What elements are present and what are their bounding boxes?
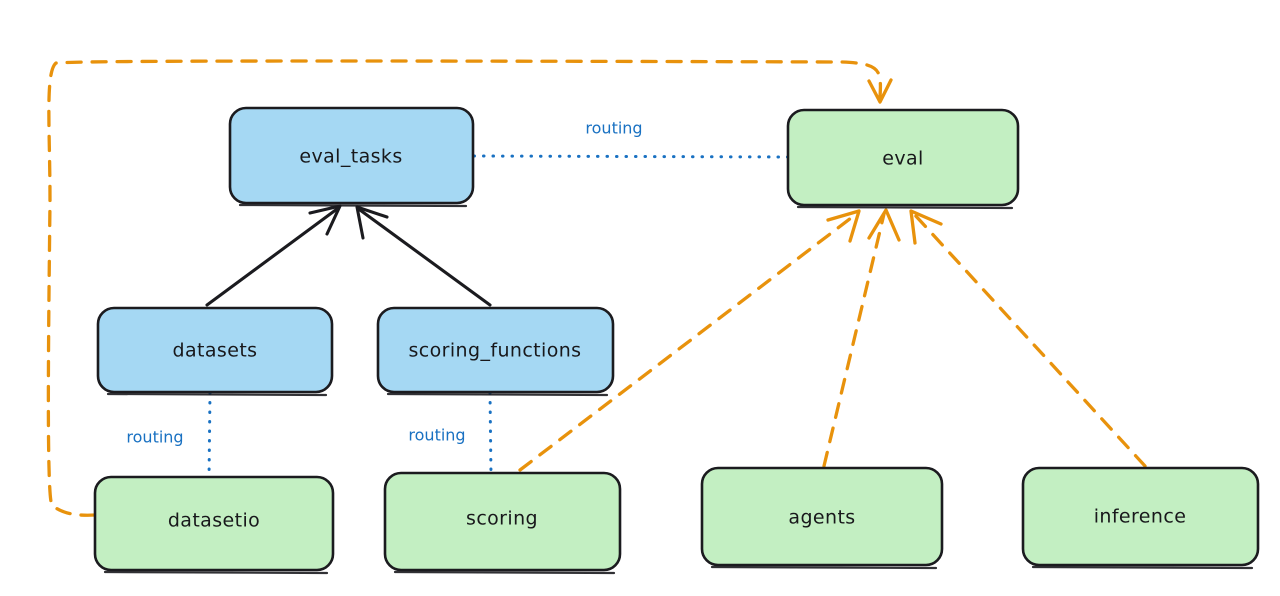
edge-label-routing-datasets: routing <box>126 428 183 447</box>
node-scoring-functions[interactable]: scoring_functions <box>376 306 615 397</box>
edge-label-routing-scoring-functions: routing <box>408 426 465 445</box>
node-datasets-label: datasets <box>173 340 258 362</box>
node-eval-tasks-label: eval_tasks <box>299 146 402 168</box>
node-agents-label: agents <box>788 507 855 529</box>
node-datasetio[interactable]: datasetio <box>93 475 335 575</box>
edge-scoring-to-eval <box>518 209 861 472</box>
edge-datasets-to-datasetio <box>207 391 212 480</box>
edge-datasetio-to-eval <box>46 59 893 517</box>
arrow-head-icon <box>355 205 389 240</box>
node-agents-shape[interactable] <box>700 466 944 567</box>
edge-label-routing-eval-tasks: routing <box>585 119 642 138</box>
node-agents[interactable]: agents <box>700 466 944 570</box>
node-scoring-shape[interactable] <box>383 471 622 572</box>
node-scoring-label: scoring <box>466 508 538 530</box>
edge-scoring-functions-to-eval-tasks <box>355 205 492 307</box>
node-scoring[interactable]: scoring <box>383 471 622 575</box>
node-eval-shape[interactable] <box>786 108 1020 207</box>
node-inference-shape[interactable] <box>1021 466 1260 567</box>
node-datasetio-label: datasetio <box>168 510 260 532</box>
node-datasetio-shape[interactable] <box>93 475 335 572</box>
edge-scoring-functions-to-scoring <box>488 391 493 476</box>
edge-inference-to-eval <box>909 209 1147 468</box>
node-scoring-functions-label: scoring_functions <box>409 340 582 362</box>
arrow-head-icon <box>867 208 901 242</box>
node-eval[interactable]: eval <box>786 108 1020 210</box>
edge-datasets-to-eval-tasks <box>205 204 342 307</box>
node-eval-label: eval <box>882 148 923 170</box>
node-scoring-functions-shape[interactable] <box>376 306 615 394</box>
arrow-head-icon <box>826 209 861 243</box>
node-inference[interactable]: inference <box>1021 466 1260 570</box>
node-datasets-shape[interactable] <box>96 306 334 394</box>
edge-eval-tasks-to-eval <box>472 154 791 159</box>
node-datasets[interactable]: datasets <box>96 306 334 397</box>
edge-agents-to-eval <box>822 208 901 468</box>
node-eval-tasks-shape[interactable] <box>228 106 475 205</box>
arrow-head-icon <box>909 209 943 245</box>
node-eval-tasks[interactable]: eval_tasks <box>228 106 475 208</box>
arrow-head-icon <box>867 78 893 104</box>
node-inference-label: inference <box>1094 506 1187 528</box>
